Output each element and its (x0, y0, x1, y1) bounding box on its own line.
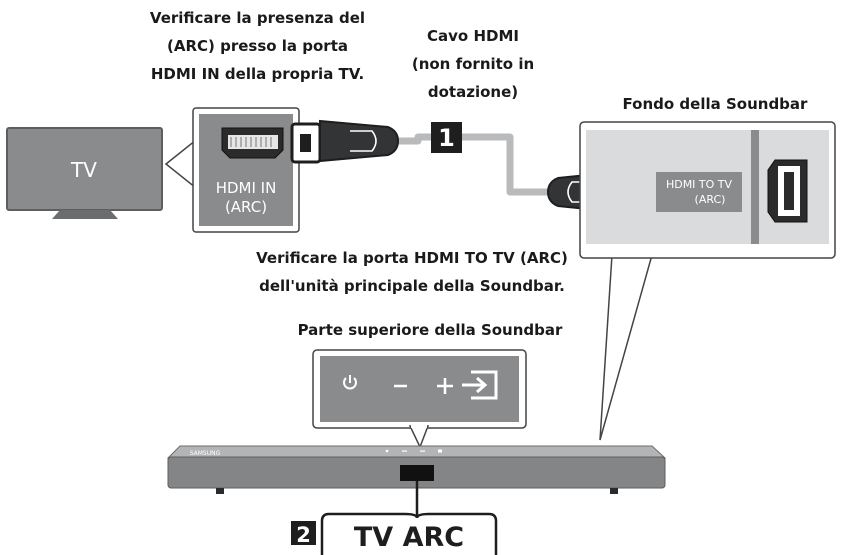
tv-port-note-line-2: (ARC) presso la porta (166, 37, 348, 55)
hdmi-connector-tv-end (290, 119, 400, 164)
tv-port-callout: HDMI IN (ARC) (164, 107, 300, 233)
cable-note-line-1: Cavo HDMI (427, 27, 519, 45)
step-1-number: 1 (438, 124, 455, 152)
tv: TV (6, 127, 163, 219)
tv-port-note-line-1: Verificare la presenza del (149, 9, 366, 27)
hdmi-to-tv-label-plate (656, 172, 742, 212)
tv-callout-pointer (164, 138, 197, 190)
soundbar-port-note-line-1: Verificare la porta HDMI TO TV (ARC) (256, 249, 568, 267)
tv-port-label-line-2: (ARC) (225, 198, 267, 216)
top-button-marks (385, 449, 442, 453)
soundbar-port-label-line-2: (ARC) (695, 193, 726, 206)
cable-note: Cavo HDMI (non fornito in dotazione) (398, 22, 548, 106)
cable-wire (395, 133, 548, 196)
brand-logo: SAMSUNG (190, 450, 221, 457)
step-1-badge (431, 122, 462, 153)
soundbar-port-note: Verificare la porta HDMI TO TV (ARC) del… (236, 244, 588, 300)
soundbar-port-note-line-2: dell'unità principale della Soundbar. (259, 277, 565, 295)
top-callout-pointer (408, 425, 430, 449)
tv-port-note-line-3: HDMI IN della propria TV. (150, 65, 365, 83)
soundbar-display (400, 465, 434, 481)
volume-up-icon (437, 378, 453, 394)
cable-note-line-2: (non fornito in (411, 55, 535, 73)
soundbar-port-label-line-1: HDMI TO TV (666, 178, 733, 191)
cable-note-line-3: dotazione) (427, 83, 519, 101)
soundbar-bottom-label: Fondo della Soundbar (622, 95, 808, 113)
soundbar-top-callout (312, 349, 527, 449)
tv-port-label-line-1: HDMI IN (216, 179, 277, 197)
step-2-number: 2 (296, 523, 311, 547)
power-icon (343, 375, 357, 390)
panel-divider (751, 130, 759, 244)
soundbar-top-surface (166, 445, 667, 459)
readout-bracket-right (415, 512, 498, 555)
soundbar-bottom-callout: HDMI TO TV (ARC) (579, 121, 836, 441)
tv-label: TV (70, 158, 97, 182)
pointer-join (411, 424, 427, 428)
soundbar: SAMSUNG (166, 445, 667, 494)
display-readout: 2 TV ARC (291, 481, 498, 555)
hdmi-in-socket (221, 127, 284, 159)
source-input-icon (462, 370, 498, 400)
bottom-callout-pointer (599, 254, 653, 441)
soundbar-top-label: Parte superiore della Soundbar (297, 321, 563, 339)
tv-port-note: Verificare la presenza del (ARC) presso … (135, 4, 380, 88)
soundbar-foot-left (216, 488, 224, 494)
soundbar-foot-right (610, 488, 618, 494)
hdmi-to-tv-socket (767, 159, 808, 223)
soundbar-top-panel (320, 356, 519, 422)
mode-display-text: TV ARC (354, 522, 464, 553)
tv-stand (52, 210, 118, 219)
step-2-badge (291, 521, 316, 545)
